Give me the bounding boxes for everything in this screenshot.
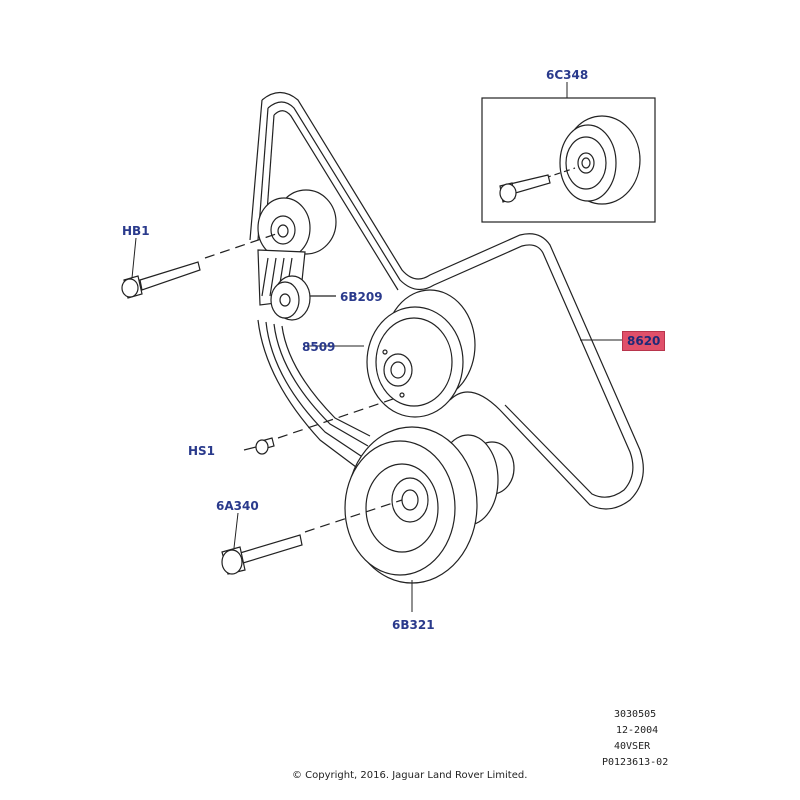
leader-lines	[131, 237, 622, 612]
bolt-hb1	[121, 233, 277, 299]
callout-6a340: 6A340	[216, 499, 259, 513]
callout-8509: 8509	[302, 340, 336, 354]
series-code: 40VSER	[614, 741, 651, 752]
small-pulley-6b209	[270, 275, 336, 321]
idler-pulley-inset	[559, 115, 641, 205]
drive-belt	[249, 91, 644, 510]
callout-6c348: 6C348	[546, 68, 589, 82]
callout-hb1: HB1	[122, 224, 150, 238]
date-code: 12-2004	[616, 725, 659, 736]
crank-pulley-6b321	[344, 426, 515, 584]
ref-number: 3030505	[614, 709, 657, 720]
pump-pulley-8509	[366, 289, 476, 418]
bolt-6a340	[221, 499, 403, 575]
inset-box	[481, 82, 656, 223]
inset-bolt	[499, 167, 576, 203]
copyright-notice: © Copyright, 2016. Jaguar Land Rover Lim…	[292, 770, 528, 781]
bolt-hs1	[243, 397, 397, 455]
callout-8620: 8620	[622, 331, 666, 351]
callout-hs1: HS1	[188, 444, 216, 458]
drawing-number: P0123613-02	[602, 757, 669, 768]
callout-6b209: 6B209	[340, 290, 383, 304]
callout-6b321: 6B321	[392, 618, 435, 632]
